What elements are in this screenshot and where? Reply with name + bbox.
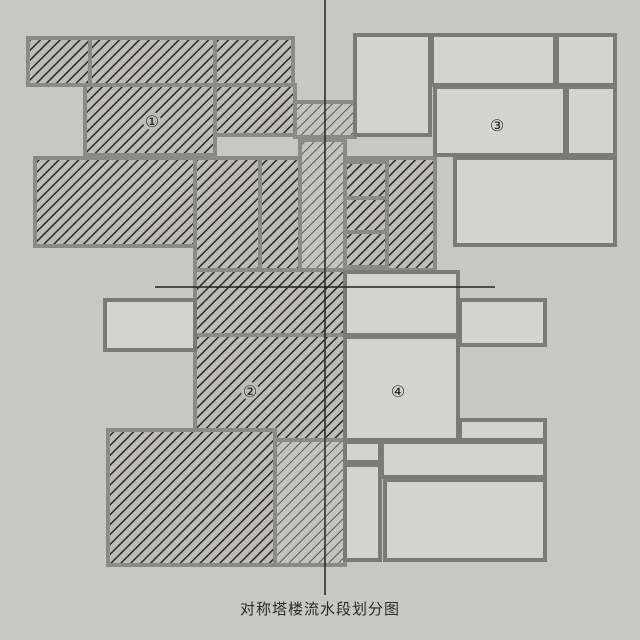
- room-hatched: [258, 156, 302, 272]
- zone-3-label: ③: [490, 116, 504, 135]
- room-hatched: [33, 156, 197, 248]
- room: [343, 335, 460, 442]
- room-hatched: [193, 333, 347, 442]
- room: [565, 85, 617, 157]
- room: [453, 156, 617, 247]
- room-hatched: [193, 156, 262, 272]
- room-hatched: [298, 138, 347, 272]
- room: [430, 33, 557, 87]
- room-hatched: [106, 428, 277, 567]
- room: [555, 33, 617, 87]
- figure-caption: 对称塔楼流水段划分图: [239, 600, 400, 618]
- room: [343, 463, 382, 562]
- stair: [343, 160, 389, 269]
- room: [343, 440, 382, 464]
- room-hatched: [88, 36, 217, 87]
- room: [433, 85, 567, 157]
- room-hatched: [193, 268, 347, 337]
- zone-1-label: ①: [145, 112, 159, 131]
- room-hatched: [213, 83, 297, 137]
- room: [383, 478, 547, 562]
- room: [380, 440, 547, 479]
- room-hatched: [213, 36, 295, 87]
- zone-4-label: ④: [391, 382, 405, 401]
- room-hatched: [26, 36, 92, 87]
- room: [458, 418, 547, 442]
- room: [103, 298, 197, 352]
- room: [343, 270, 460, 337]
- room: [353, 33, 432, 137]
- room-hatched: [273, 438, 347, 567]
- zone-2-label: ②: [243, 382, 257, 401]
- unhatched-segments: [103, 33, 617, 562]
- room: [458, 298, 547, 347]
